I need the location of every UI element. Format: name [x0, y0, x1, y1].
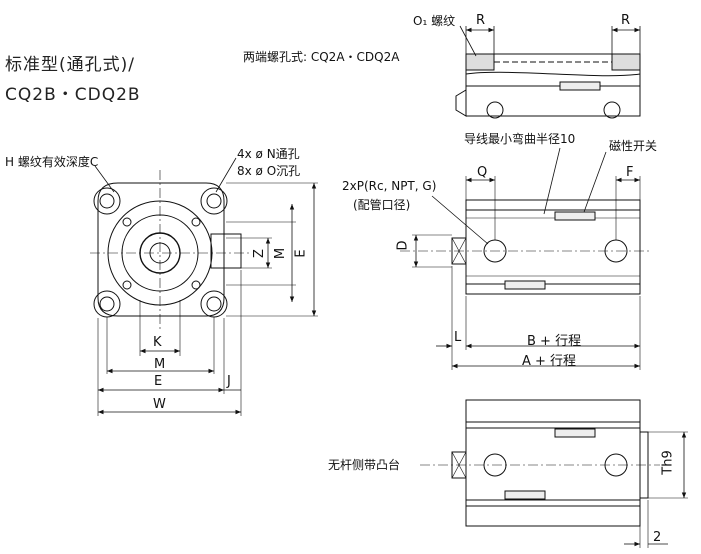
side-view: [400, 147, 650, 370]
bottom-view: [420, 399, 688, 548]
dim-f-label: F: [626, 165, 634, 180]
hole-bottom-right: [206, 296, 222, 312]
tap-hole-br: [191, 280, 201, 290]
tap-hole-bl: [122, 280, 132, 290]
no-rod-boss-label: 无杆侧带凸台: [328, 458, 401, 472]
h-thread-label: H 螺纹有效深度C: [5, 155, 99, 169]
top-view-port-left: [486, 101, 504, 119]
hole-top-right: [206, 193, 222, 209]
side-view-body: [465, 209, 641, 285]
dim-e-horizontal-label: E: [154, 374, 163, 389]
both-ends-label: 两端螺孔式: CQ2A・CDQ2A: [243, 50, 400, 64]
ear-top-right: [200, 187, 228, 215]
side-view-top-plate: [465, 199, 641, 211]
lead-radius-label: 导线最小弯曲半径10: [464, 132, 576, 146]
dim-q-label: Q: [477, 165, 488, 180]
r-right-label: R: [621, 13, 631, 28]
r-left-label: R: [476, 13, 486, 28]
dim-k-label: K: [153, 335, 162, 350]
top-view-port-right: [603, 101, 621, 119]
o-counterbore-label: 8x ø O沉孔: [237, 164, 301, 178]
title-line-1: 标准型(通孔式)/: [5, 55, 135, 75]
dim-m-horizontal-label: M: [154, 357, 166, 372]
tap-hole-tl: [122, 217, 132, 227]
hole-bottom-left: [99, 296, 115, 312]
ear-bottom-left: [93, 290, 121, 318]
o1-thread-label: O₁ 螺纹: [413, 14, 456, 28]
top-view-thread-right: [611, 53, 641, 71]
ear-top-left: [93, 187, 121, 215]
side-view-switch-bottom: [504, 280, 546, 290]
title-line-2: CQ2B・CDQ2B: [5, 85, 141, 105]
front-view: [90, 157, 318, 416]
n-hole-label: 4x ø N通孔: [237, 147, 300, 161]
top-view-switch: [559, 81, 601, 91]
bottom-view-outline: [465, 399, 641, 527]
tap-hole-tr: [191, 217, 201, 227]
top-view: [455, 25, 641, 119]
port-sub-label: (配管口径): [353, 198, 411, 212]
side-view-switch-top: [554, 211, 596, 221]
side-view-bottom-plate: [465, 283, 641, 295]
hole-top-left: [99, 193, 115, 209]
bottom-view-switch-bottom: [504, 490, 546, 500]
bottom-view-body: [465, 427, 641, 501]
dim-2-label: 2: [653, 530, 662, 545]
port-label: 2xP(Rc, NPT, G): [342, 179, 437, 193]
dim-j-label: J: [227, 374, 231, 389]
side-view-rod-end: [451, 237, 467, 265]
top-view-thread-left: [465, 53, 495, 71]
dim-l-label: L: [454, 330, 462, 345]
top-view-lower-body: [465, 85, 641, 117]
dim-w-label: W: [153, 397, 166, 412]
top-view-rod-end: [455, 89, 467, 117]
bottom-view-switch-top: [554, 428, 596, 438]
switch-boss: [210, 233, 242, 269]
switch-label: 磁性开关: [609, 139, 658, 153]
